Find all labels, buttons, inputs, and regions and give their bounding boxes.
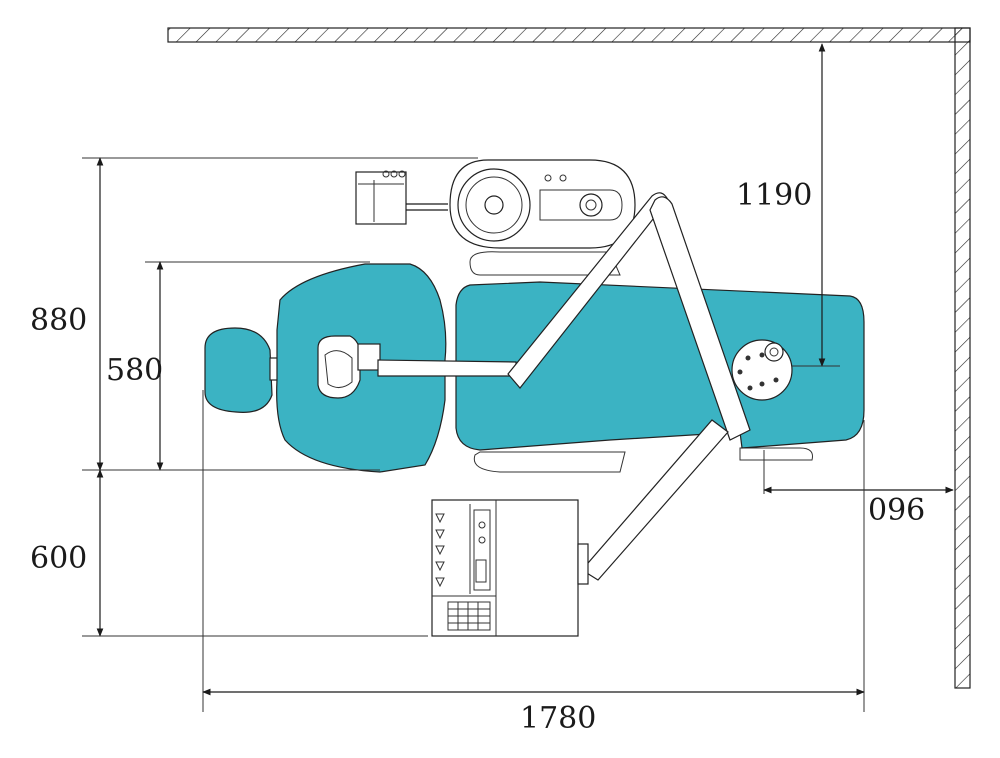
- dimension-lines: [82, 43, 954, 712]
- dim-overall-width: 880: [30, 303, 87, 338]
- dim-right-clearance: 096: [868, 493, 925, 528]
- top-wall: [167, 27, 971, 43]
- dim-overall-length: 1780: [520, 701, 596, 736]
- spittoon-unit: [355, 159, 636, 276]
- dim-top-clearance: 1190: [736, 178, 812, 213]
- headrest: [204, 327, 273, 413]
- dim-seat-width: 580: [106, 353, 163, 388]
- doctor-instrument-table: [431, 419, 729, 637]
- instrument-cabinet: [431, 499, 579, 637]
- instrument-tray-small: [355, 171, 407, 225]
- assistant-arm: [377, 192, 751, 441]
- dim-side-clearance: 600: [30, 541, 87, 576]
- room-wall: [167, 27, 971, 689]
- right-wall: [954, 27, 971, 689]
